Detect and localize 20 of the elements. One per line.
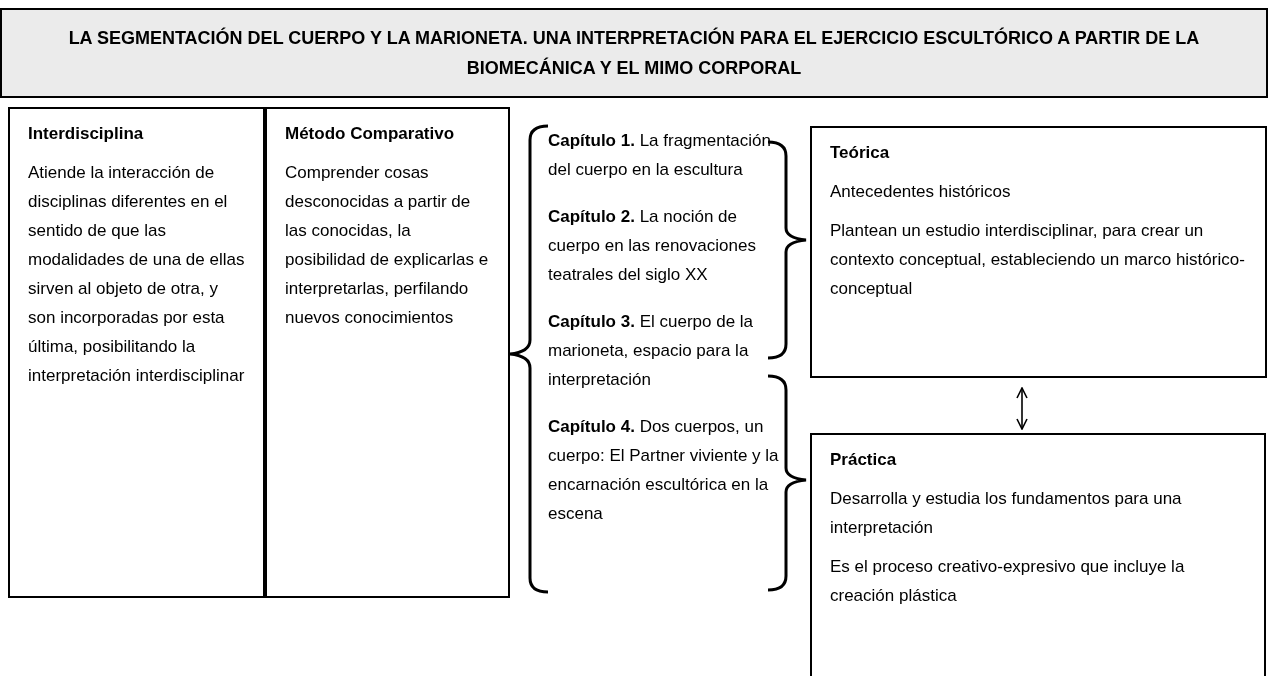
text-box [810, 126, 1267, 378]
title: LA SEGMENTACIÓN DEL CUERPO Y LA MARIONETA. UNA INTERPRETACIÓN PARA EL EJERCICIO ESCULTÓRICO A PARTIR DE LA BIOMECÁNICA Y EL MIMO CORPORAL [67, 26, 1201, 80]
chapter-text: Capítulo 1. La fragmentación del cuerpo en la escultura [548, 130, 772, 181]
text-box [8, 107, 265, 598]
chapter-text: Capítulo 3. El cuerpo de la marioneta, espacio para la interpretación [548, 311, 755, 391]
box-text: Antecedentes históricos [830, 181, 1012, 203]
box-heading: Interdisciplina [28, 123, 145, 145]
box-text: Desarrolla y estudia los fundamentos para una interpretación [830, 488, 1183, 539]
box-text: Comprender cosas desconocidas a partir de las conocidas, la posibilidad de explicarlas e interpretarlas, perfilando nuevos conocimientos [285, 162, 490, 329]
box-text: Atiende la interacción de disciplinas diferentes en el sentido de que las modalidades de una de ellas sirven al objeto de otra, y son incorporadas por esta última, posibilitando la interpretación interdisciplinar [28, 162, 245, 387]
text-box [810, 433, 1266, 676]
box-text: Plantean un estudio interdisciplinar, para crear un contexto conceptual, estableciendo un marco histórico-conceptual [830, 220, 1246, 300]
chapter-text: Capítulo 4. Dos cuerpos, un cuerpo: El Partner viviente y la encarnación escultórica en la escena [548, 416, 780, 525]
chapter-text: Capítulo 2. La noción de cuerpo en las renovaciones teatrales del siglo XX [548, 206, 757, 286]
text-box [265, 107, 510, 598]
box-heading: Teórica [830, 142, 891, 164]
box-heading: Método Comparativo [285, 123, 456, 145]
box-heading: Práctica [830, 449, 898, 471]
box-text: Es el proceso creativo-expresivo que incluye la creación plástica [830, 556, 1186, 607]
double-arrow [1016, 387, 1028, 430]
